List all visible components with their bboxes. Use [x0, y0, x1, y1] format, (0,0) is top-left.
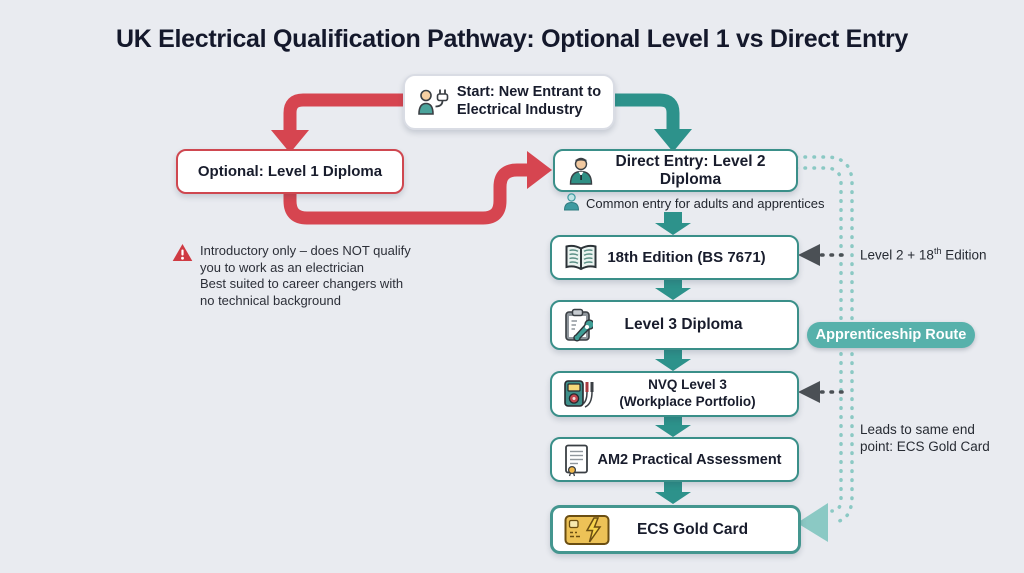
node-18th-edition-label: 18th Edition (BS 7671)	[607, 249, 766, 266]
apprenticeship-route-label: Apprenticeship Route	[815, 327, 967, 343]
dashed-arrowhead-18th	[798, 244, 820, 266]
warning-text: Introductory only – does NOT qualify you…	[200, 243, 411, 308]
level2-edition-prefix: Level 2 + 18	[860, 247, 934, 263]
teal-arrow-start-to-direct	[608, 93, 680, 130]
red-arrowhead-right	[527, 151, 552, 189]
common-entry-caption: Common entry for adults and apprentices	[563, 193, 824, 214]
apprenticeship-dotted-route-outer	[794, 155, 854, 524]
dashed-arrowhead-nvq	[798, 381, 820, 403]
node-am2: AM2 Practical Assessment	[550, 437, 799, 482]
flow-arrow-level3-to-nvq	[655, 348, 691, 371]
page-title: UK Electrical Qualification Pathway: Opt…	[115, 25, 909, 53]
multimeter-icon	[563, 377, 595, 411]
warning-triangle-icon	[172, 243, 193, 267]
node-direct-entry: Direct Entry: Level 2 Diploma	[553, 149, 798, 192]
node-start: Start: New Entrant to Electrical Industr…	[403, 74, 615, 130]
apprenticeship-dotted-route-inner	[794, 166, 843, 513]
red-arrowhead-down	[271, 130, 309, 153]
person-plug-icon	[416, 88, 450, 116]
open-book-icon	[563, 244, 599, 272]
flow-arrow-am2-to-ecs	[655, 479, 691, 504]
certificate-icon	[563, 443, 590, 476]
red-arrow-level1-to-direct	[283, 163, 527, 225]
leads-to-note: Leads to same end point: ECS Gold Card	[860, 422, 990, 454]
node-ecs-label: ECS Gold Card	[636, 520, 749, 538]
node-ecs: ECS Gold Card	[550, 505, 801, 554]
node-nvq-label: NVQ Level 3 (Workplace Portfolio)	[619, 377, 756, 409]
node-level3-label: Level 3 Diploma	[624, 316, 743, 333]
warning-note: Introductory only – does NOT qualify you…	[172, 243, 430, 309]
flow-arrow-18th-to-level3	[655, 277, 691, 300]
common-entry-text: Common entry for adults and apprentices	[586, 196, 825, 211]
node-direct-entry-label: Direct Entry: Level 2 Diploma	[615, 152, 766, 188]
person-icon	[563, 193, 580, 214]
person-suit-icon	[566, 156, 596, 186]
gold-card-icon	[564, 514, 610, 545]
node-nvq: NVQ Level 3 (Workplace Portfolio)	[550, 371, 799, 417]
red-arrow-start-to-level1	[283, 93, 410, 131]
node-level3: Level 3 Diploma	[550, 300, 799, 350]
node-am2-label: AM2 Practical Assessment	[597, 451, 782, 468]
flow-arrow-direct-to-18th	[655, 212, 691, 235]
apprenticeship-arrowhead	[797, 503, 828, 542]
apprenticeship-route-badge: Apprenticeship Route	[807, 322, 975, 348]
level2-edition-note: Level 2 + 18th Edition	[860, 246, 986, 263]
node-start-label: Start: New Entrant to Electrical Industr…	[456, 84, 602, 118]
node-level1: Optional: Level 1 Diploma	[176, 149, 404, 194]
teal-arrowhead-down	[654, 129, 692, 152]
level2-edition-sup: th	[933, 246, 942, 256]
flow-arrow-nvq-to-am2	[655, 414, 691, 437]
level2-edition-suffix: Edition	[941, 247, 987, 263]
node-18th-edition: 18th Edition (BS 7671)	[550, 235, 799, 280]
clipboard-wrench-icon	[563, 308, 593, 342]
node-level1-label: Optional: Level 1 Diploma	[197, 163, 383, 180]
